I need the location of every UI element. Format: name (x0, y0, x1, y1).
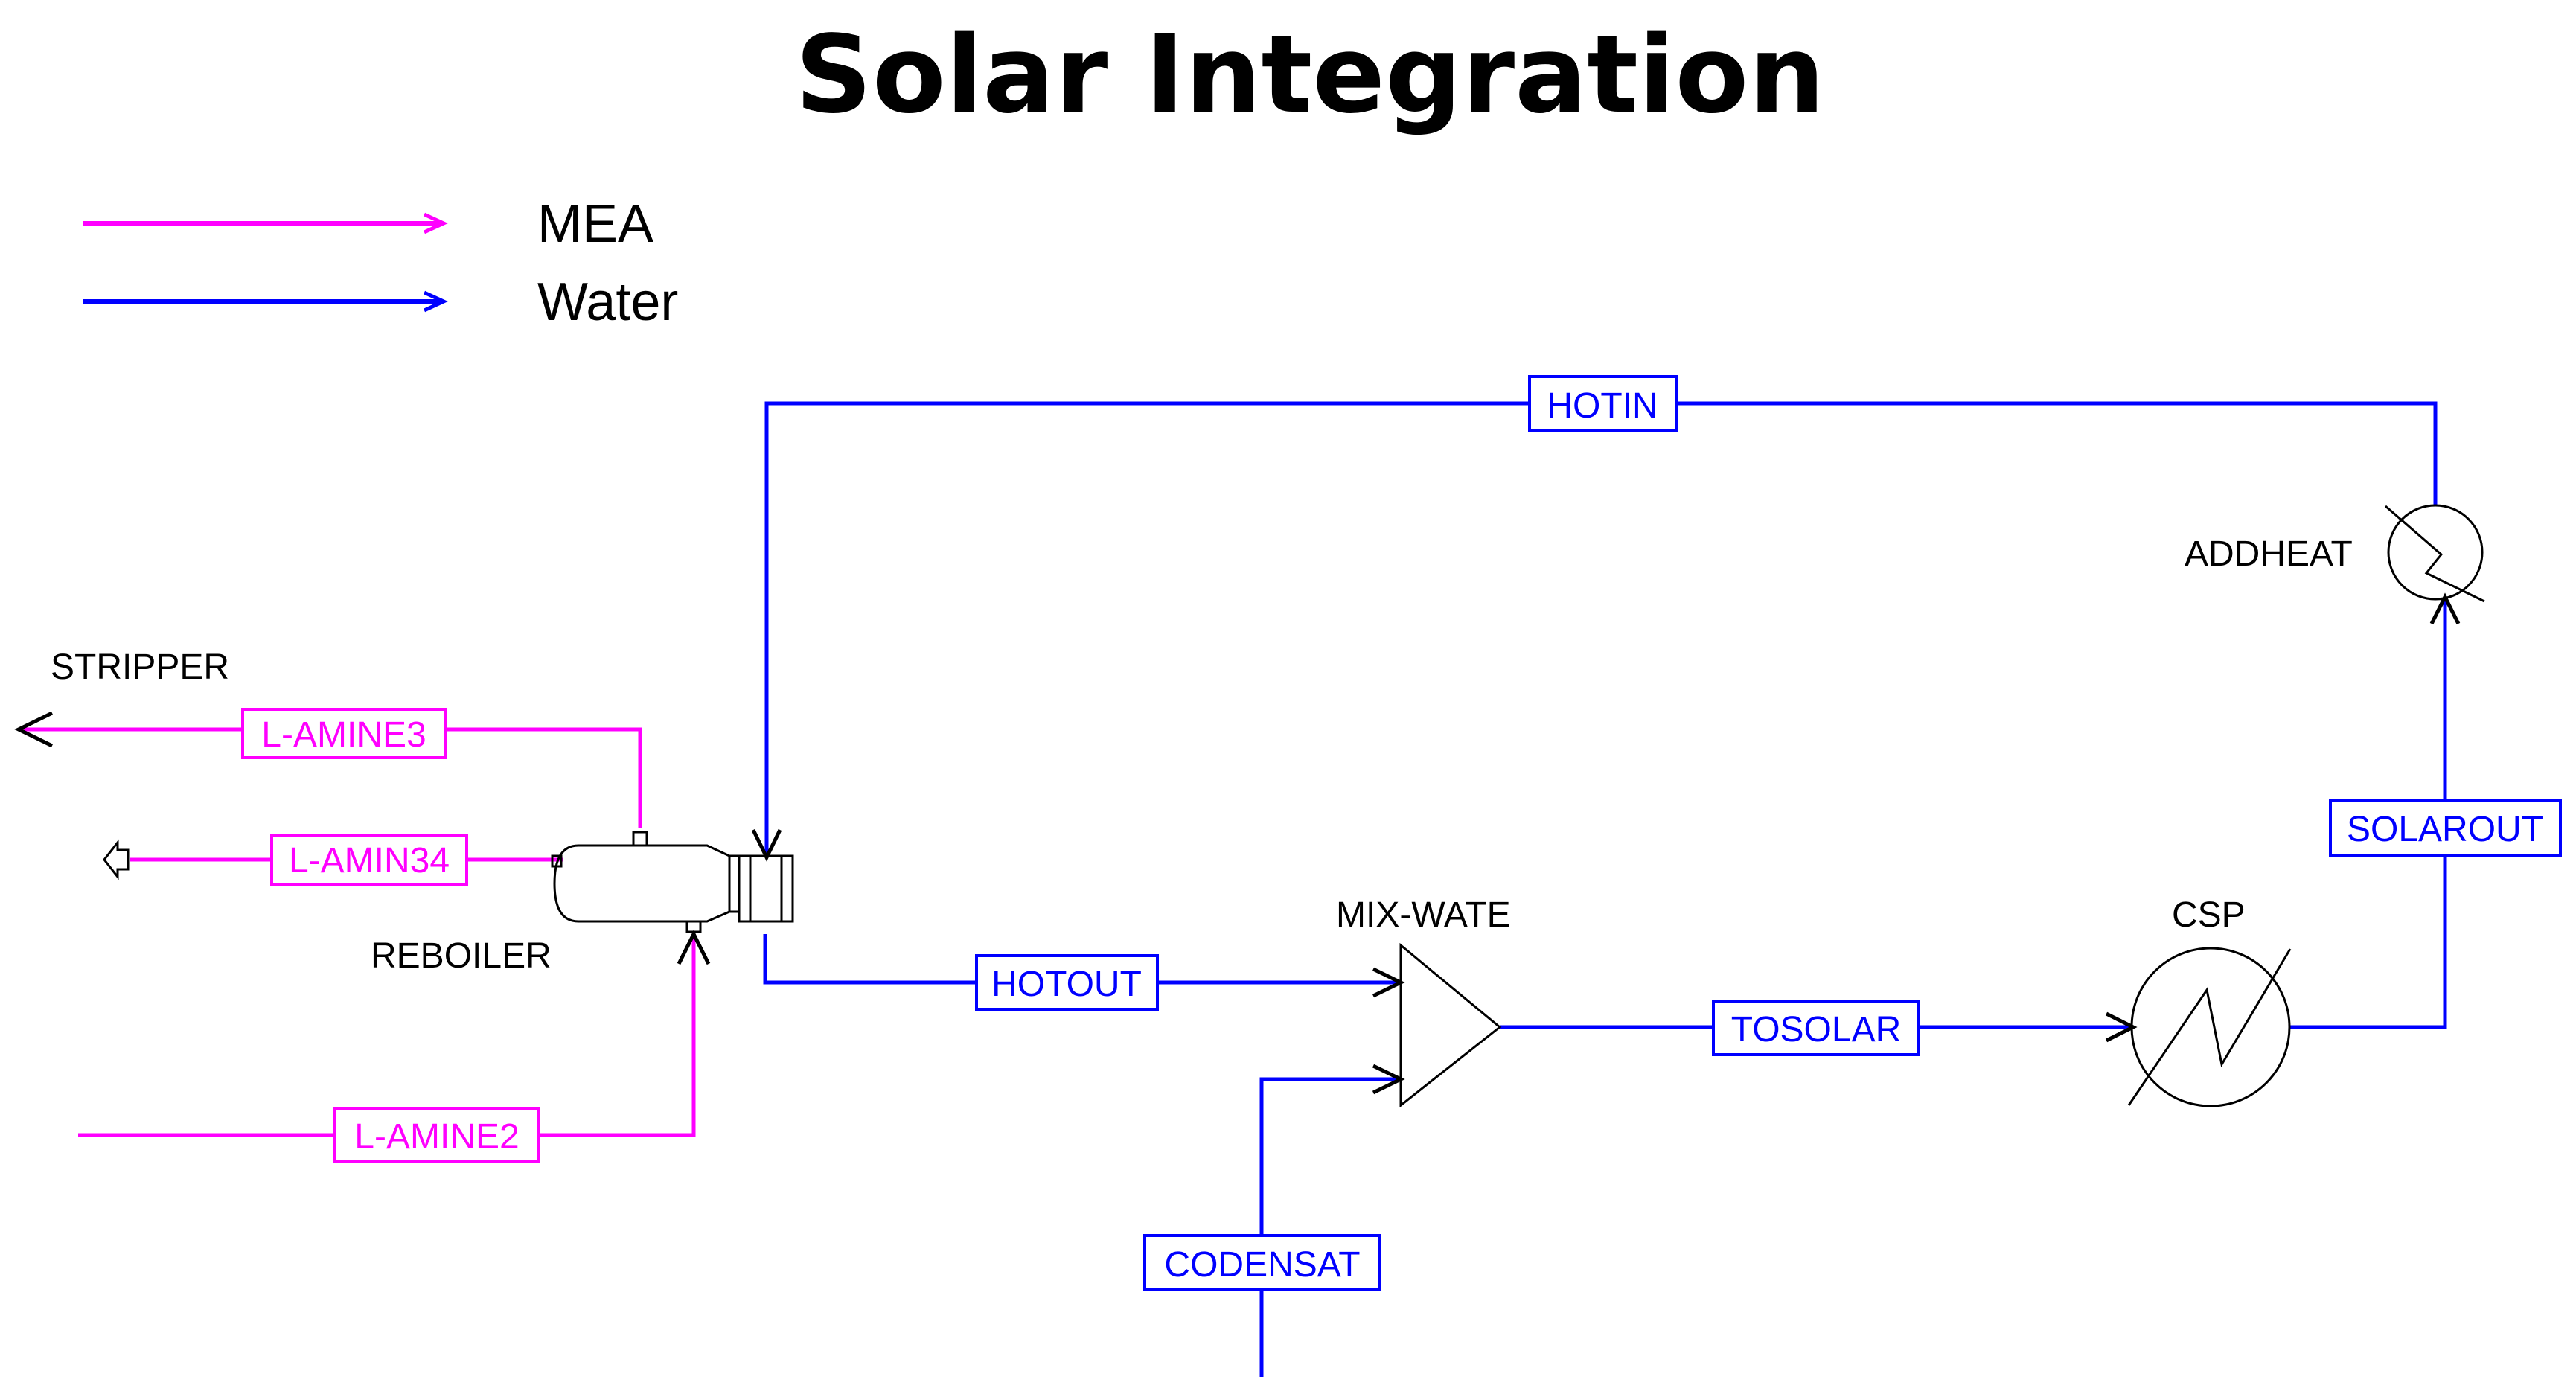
legend: MEA Water (83, 194, 678, 332)
l-amine3-line (22, 727, 642, 828)
stream-l-amine3[interactable]: L-AMINE3 (14, 708, 642, 828)
l-amin34-label-box[interactable] (270, 834, 468, 886)
reboiler-left-nozzle (551, 854, 563, 868)
l-amine3-arrowhead (14, 711, 54, 748)
hotin-label-box[interactable] (1528, 375, 1678, 432)
stripper-label: STRIPPER (51, 648, 229, 687)
csp-unit[interactable] (2127, 947, 2292, 1107)
reboiler-bottom-nozzle (685, 920, 702, 933)
reboiler-top-nozzle (632, 831, 648, 847)
codensat-label-box[interactable] (1143, 1234, 1381, 1291)
mix-wate-unit[interactable] (1399, 942, 1502, 1108)
legend-mea-label: MEA (537, 194, 653, 254)
hotout-label: HOTOUT (991, 965, 1142, 1004)
solarout-arrowhead (2429, 592, 2461, 625)
reboiler-unit[interactable] (551, 831, 794, 933)
mixer-triangle-icon (1399, 942, 1502, 1108)
l-amine2-line (78, 936, 696, 1137)
l-amine2-arrowhead (677, 930, 711, 965)
stream-hotout[interactable]: HOTOUT (763, 934, 1405, 1011)
reboiler-label: REBOILER (371, 936, 552, 976)
tosolar-label-box[interactable] (1712, 1000, 1920, 1056)
addheat-label: ADDHEAT (2185, 534, 2353, 574)
csp-label: CSP (2172, 895, 2246, 935)
solarout-label-box[interactable] (2329, 799, 2562, 857)
csp-heater-zigzag (2127, 948, 2292, 1106)
l-amine3-label: L-AMINE3 (261, 715, 426, 755)
reboiler-head-icon (738, 854, 794, 923)
l-amine3-label-box[interactable] (241, 708, 447, 759)
hotout-label-box[interactable] (975, 954, 1159, 1011)
addheat-heater-zigzag (2385, 505, 2485, 603)
legend-mea-arrowhead (423, 212, 448, 234)
csp-heater-icon (2130, 947, 2291, 1107)
stream-tosolar[interactable]: TOSOLAR (1500, 1000, 2138, 1056)
legend-water-label: Water (537, 272, 678, 332)
legend-water-arrowhead (423, 290, 448, 313)
addheat-unit[interactable] (2385, 504, 2485, 603)
stream-solarout[interactable]: SOLAROUT (2289, 592, 2562, 1029)
diagram-title: Solar Integration (795, 12, 1825, 137)
solarout-line (2289, 599, 2447, 1029)
mix-wate-label: MIX-WATE (1336, 895, 1511, 935)
l-amine2-label: L-AMINE2 (354, 1117, 519, 1157)
l-amin34-outlet-arrow-icon (103, 839, 130, 880)
stream-l-amine2[interactable]: L-AMINE2 (78, 930, 711, 1163)
reboiler-shell-icon (553, 844, 731, 923)
hotin-label: HOTIN (1547, 386, 1658, 426)
solarout-label: SOLAROUT (2347, 810, 2543, 849)
hotout-line (763, 934, 1399, 985)
hotin-arrowhead (751, 828, 782, 862)
addheat-heater-icon (2387, 504, 2484, 601)
stream-hotin[interactable]: HOTIN (751, 375, 2438, 862)
l-amin34-label: L-AMIN34 (289, 841, 450, 880)
tosolar-arrowhead (2105, 1011, 2138, 1043)
stream-codensat[interactable]: CODENSAT (1143, 1064, 1405, 1377)
stream-l-amin34[interactable]: L-AMIN34 (103, 834, 563, 886)
hotin-line (764, 401, 2438, 856)
codensat-line (1259, 1077, 1399, 1377)
tosolar-label: TOSOLAR (1731, 1010, 1902, 1049)
codensat-label: CODENSAT (1164, 1245, 1360, 1285)
l-amine2-label-box[interactable] (333, 1107, 540, 1163)
